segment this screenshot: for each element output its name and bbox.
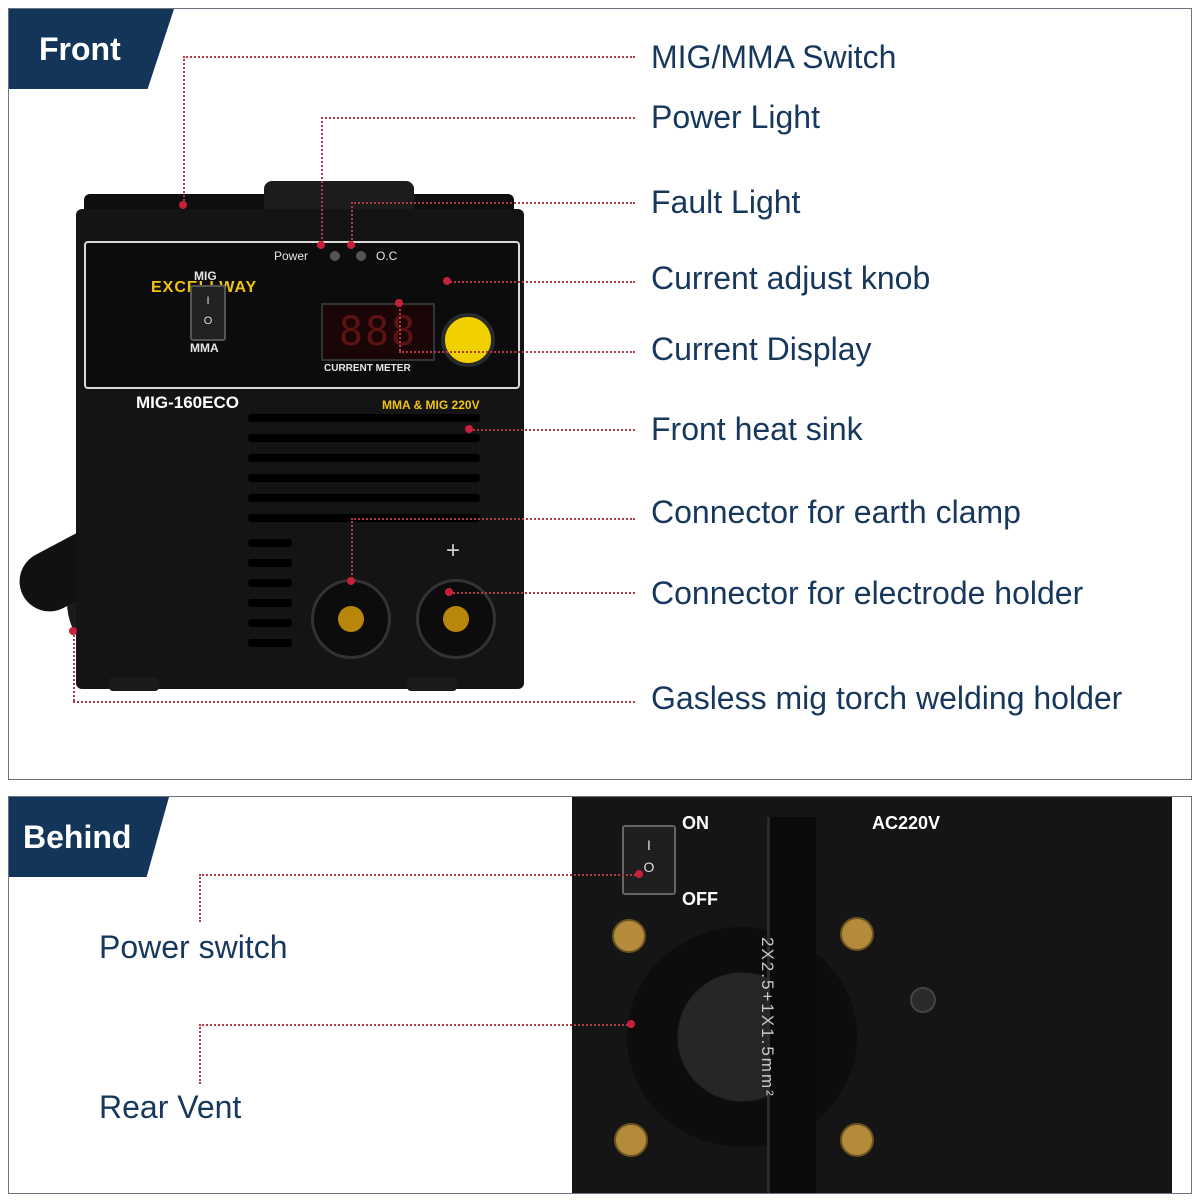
- rated-label: MMA & MIG 220V: [382, 398, 480, 412]
- earth-clamp-connector[interactable]: [311, 579, 391, 659]
- leader-dot: [347, 241, 355, 249]
- leader-line: [399, 351, 635, 353]
- vent-slot: [248, 559, 292, 567]
- oc-label: O.C: [376, 249, 398, 263]
- front-panel: Front EXCELLWAY Power O.C MIG I O MMA 88…: [8, 8, 1192, 780]
- leader-line: [351, 202, 353, 244]
- leader-line: [73, 701, 635, 703]
- power-label: Power: [274, 249, 309, 263]
- power-switch[interactable]: I O: [622, 825, 676, 895]
- power-light: [330, 251, 340, 261]
- leader-dot: [179, 201, 187, 209]
- off-label: OFF: [682, 889, 718, 909]
- screw: [840, 917, 874, 951]
- leader-line: [351, 202, 635, 204]
- screw: [910, 987, 936, 1013]
- leader-line: [351, 518, 635, 520]
- leader-dot: [635, 870, 643, 878]
- welder-rear: ON I O OFF AC220V 2X2.5+1X1.5mm²: [572, 797, 1172, 1193]
- screw: [614, 1123, 648, 1157]
- callout-current-adjust-knob: Current adjust knob: [651, 260, 931, 296]
- leader-line: [447, 281, 635, 283]
- rear-vent: [627, 927, 857, 1147]
- callout-front-heat-sink: Front heat sink: [651, 411, 863, 447]
- callout-torch-holder: Gasless mig torch welding holder: [651, 680, 1123, 716]
- callout-power-light: Power Light: [651, 99, 820, 135]
- leader-line: [449, 592, 635, 594]
- callout-power-switch: Power switch: [99, 929, 288, 965]
- callout-fault-light: Fault Light: [651, 184, 801, 220]
- callout-electrode-holder: Connector for electrode holder: [651, 575, 1084, 611]
- screw: [840, 1123, 874, 1157]
- behind-panel: Behind Power switch Rear Vent ON I O OFF…: [8, 796, 1192, 1194]
- screw: [612, 919, 646, 953]
- vent-slot: [248, 579, 292, 587]
- leader-line: [321, 117, 635, 119]
- leader-line: [183, 56, 635, 58]
- foot: [109, 677, 159, 691]
- foot: [407, 677, 457, 691]
- leader-line: [199, 874, 201, 922]
- leader-dot: [443, 277, 451, 285]
- leader-dot: [445, 588, 453, 596]
- mma-label: MMA: [190, 341, 219, 355]
- callout-rear-vent: Rear Vent: [99, 1089, 242, 1125]
- callout-current-display: Current Display: [651, 331, 872, 367]
- vent-slot: [248, 599, 292, 607]
- leader-line: [469, 429, 635, 431]
- leader-dot: [317, 241, 325, 249]
- on-label: ON: [682, 813, 709, 833]
- switch-off-mark: O: [643, 859, 655, 875]
- callout-mig-mma-switch: MIG/MMA Switch: [651, 39, 897, 75]
- leader-line: [199, 1024, 201, 1084]
- leader-line: [183, 56, 185, 204]
- plus-label: +: [446, 537, 461, 564]
- vent-slot: [248, 414, 480, 422]
- fault-light: [356, 251, 366, 261]
- vent-slot: [248, 539, 292, 547]
- model-label: MIG-160ECO: [136, 393, 239, 412]
- welder-front: EXCELLWAY Power O.C MIG I O MMA 888 CURR…: [76, 209, 524, 689]
- callout-earth-clamp: Connector for earth clamp: [651, 494, 1021, 530]
- current-adjust-knob[interactable]: [441, 313, 495, 367]
- leader-line: [73, 631, 75, 701]
- switch-on-mark: I: [647, 837, 651, 853]
- leader-line: [351, 518, 353, 582]
- electrode-holder-connector[interactable]: [416, 579, 496, 659]
- leader-dot: [69, 627, 77, 635]
- mig-label: MIG: [194, 269, 217, 283]
- vent-slot: [248, 434, 480, 442]
- leader-line: [199, 1024, 631, 1026]
- control-panel: EXCELLWAY Power O.C MIG I O MMA 888 CURR…: [84, 241, 520, 412]
- front-tag: Front: [9, 9, 174, 89]
- leader-dot: [395, 299, 403, 307]
- vent-slot: [248, 474, 480, 482]
- vent-slot: [248, 639, 292, 647]
- leader-line: [399, 301, 401, 351]
- leader-dot: [465, 425, 473, 433]
- behind-tag: Behind: [9, 797, 169, 877]
- current-meter-label: CURRENT METER: [324, 363, 411, 374]
- ac-voltage-label: AC220V: [872, 813, 941, 833]
- leader-line: [321, 117, 323, 243]
- leader-dot: [347, 577, 355, 585]
- vent-slot: [248, 454, 480, 462]
- leader-dot: [627, 1020, 635, 1028]
- leader-line: [199, 874, 639, 876]
- vent-slot: [248, 619, 292, 627]
- switch-on-mark: I: [206, 295, 210, 307]
- mig-mma-switch[interactable]: I O: [190, 285, 226, 341]
- vent-slot: [248, 494, 480, 502]
- power-cable: [767, 817, 816, 1193]
- cable-spec: 2X2.5+1X1.5mm²: [758, 937, 777, 1098]
- switch-off-mark: O: [203, 315, 213, 327]
